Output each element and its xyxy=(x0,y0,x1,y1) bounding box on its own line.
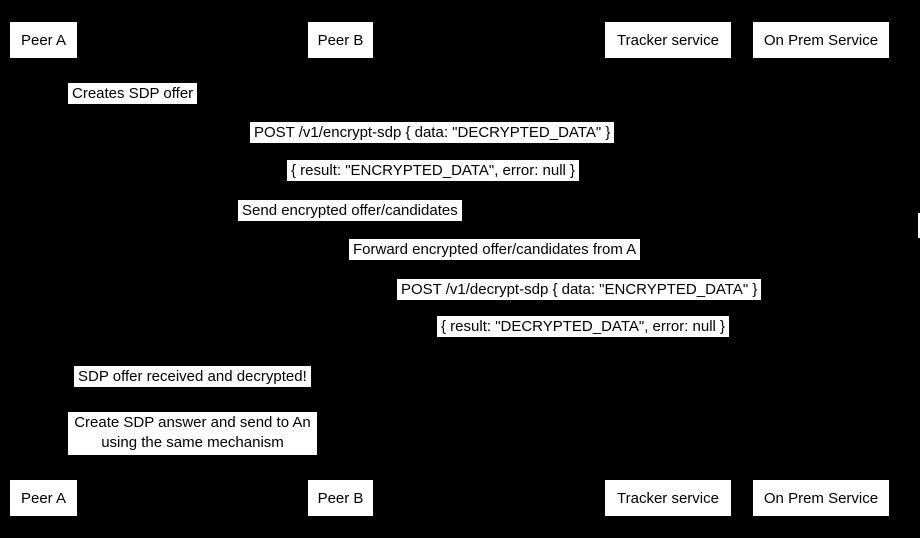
message-decrypt-result: { result: "DECRYPTED_DATA", error: null … xyxy=(437,316,730,337)
actor-top-tracker-service: Tracker service xyxy=(605,22,731,58)
actor-top-peer-a: Peer A xyxy=(10,22,77,58)
note-line-2: using the same mechanism xyxy=(101,434,284,451)
message-post-encrypt-sdp: POST /v1/encrypt-sdp { data: "DECRYPTED_… xyxy=(250,122,615,143)
message-post-decrypt-sdp: POST /v1/decrypt-sdp { data: "ENCRYPTED_… xyxy=(397,279,762,300)
note-create-sdp-answer: Create SDP answer and send to An using t… xyxy=(68,412,317,455)
message-creates-sdp-offer: Creates SDP offer xyxy=(68,83,198,104)
actor-bottom-peer-b: Peer B xyxy=(308,480,373,516)
lifeline-peer-b xyxy=(340,58,341,480)
message-send-encrypted-offer: Send encrypted offer/candidates xyxy=(238,200,462,221)
lifeline-tracker-service xyxy=(667,58,668,480)
lifeline-on-prem-service xyxy=(820,58,821,480)
note-line-1: Create SDP answer and send to An xyxy=(74,414,311,431)
actor-bottom-on-prem-service: On Prem Service xyxy=(753,480,889,516)
actor-bottom-tracker-service: Tracker service xyxy=(605,480,731,516)
actor-top-peer-b: Peer B xyxy=(308,22,373,58)
message-encrypt-result: { result: "ENCRYPTED_DATA", error: null … xyxy=(287,160,580,181)
message-forward-encrypted: Forward encrypted offer/candidates from … xyxy=(349,239,641,260)
scrollbar-thumb[interactable] xyxy=(918,213,920,238)
lifeline-peer-a xyxy=(43,58,44,480)
actor-top-on-prem-service: On Prem Service xyxy=(753,22,889,58)
message-sdp-offer-received: SDP offer received and decrypted! xyxy=(74,366,311,387)
actor-bottom-peer-a: Peer A xyxy=(10,480,77,516)
